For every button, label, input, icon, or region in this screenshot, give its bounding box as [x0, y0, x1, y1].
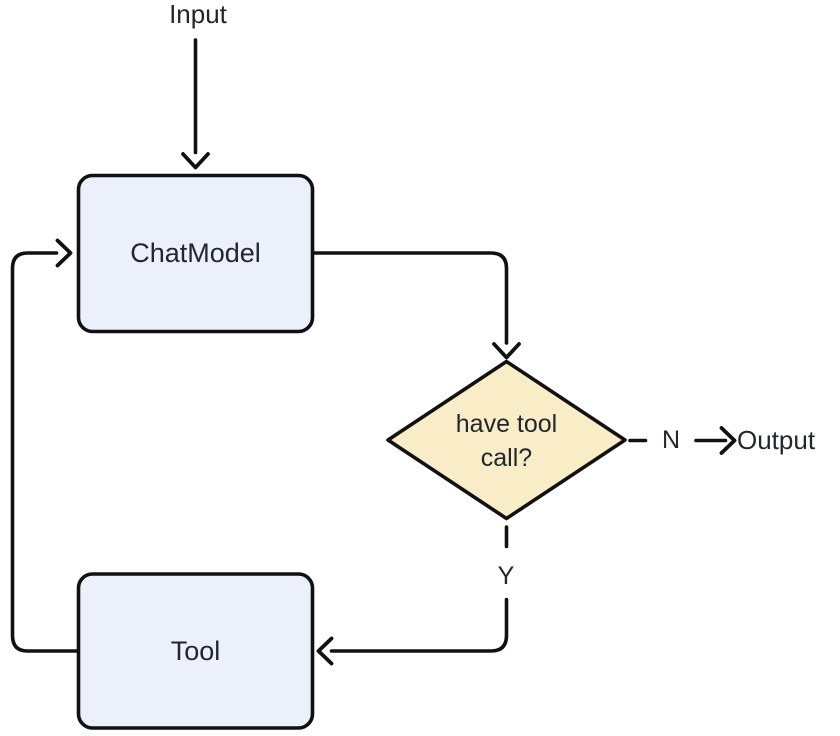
- decision-label-line2: call?: [480, 444, 533, 472]
- edge-label-no: N: [661, 426, 681, 454]
- arrowhead-down-icon: [492, 342, 521, 360]
- edge-label-yes: Y: [497, 562, 515, 590]
- input-label: Input: [169, 0, 227, 29]
- edge-decision-to-tool: [329, 597, 509, 653]
- node-chatmodel: [76, 173, 315, 334]
- node-tool: [76, 572, 315, 730]
- arrowhead-right-icon: [55, 238, 73, 268]
- tool-node-label: Tool: [170, 635, 221, 666]
- decision-label-line1: have tool: [455, 410, 558, 438]
- node-decision: [386, 359, 627, 521]
- arrowhead-down-icon: [181, 152, 210, 170]
- chatmodel-node-label: ChatModel: [130, 237, 261, 268]
- decision-node-label: have tool call?: [406, 404, 607, 478]
- edge-tool-to-chatmodel: [10, 251, 80, 653]
- arrowhead-right-icon: [719, 426, 737, 455]
- arrowhead-left-icon: [316, 636, 334, 666]
- output-label: Output: [737, 425, 816, 455]
- edge-chatmodel-to-decision: [311, 251, 509, 345]
